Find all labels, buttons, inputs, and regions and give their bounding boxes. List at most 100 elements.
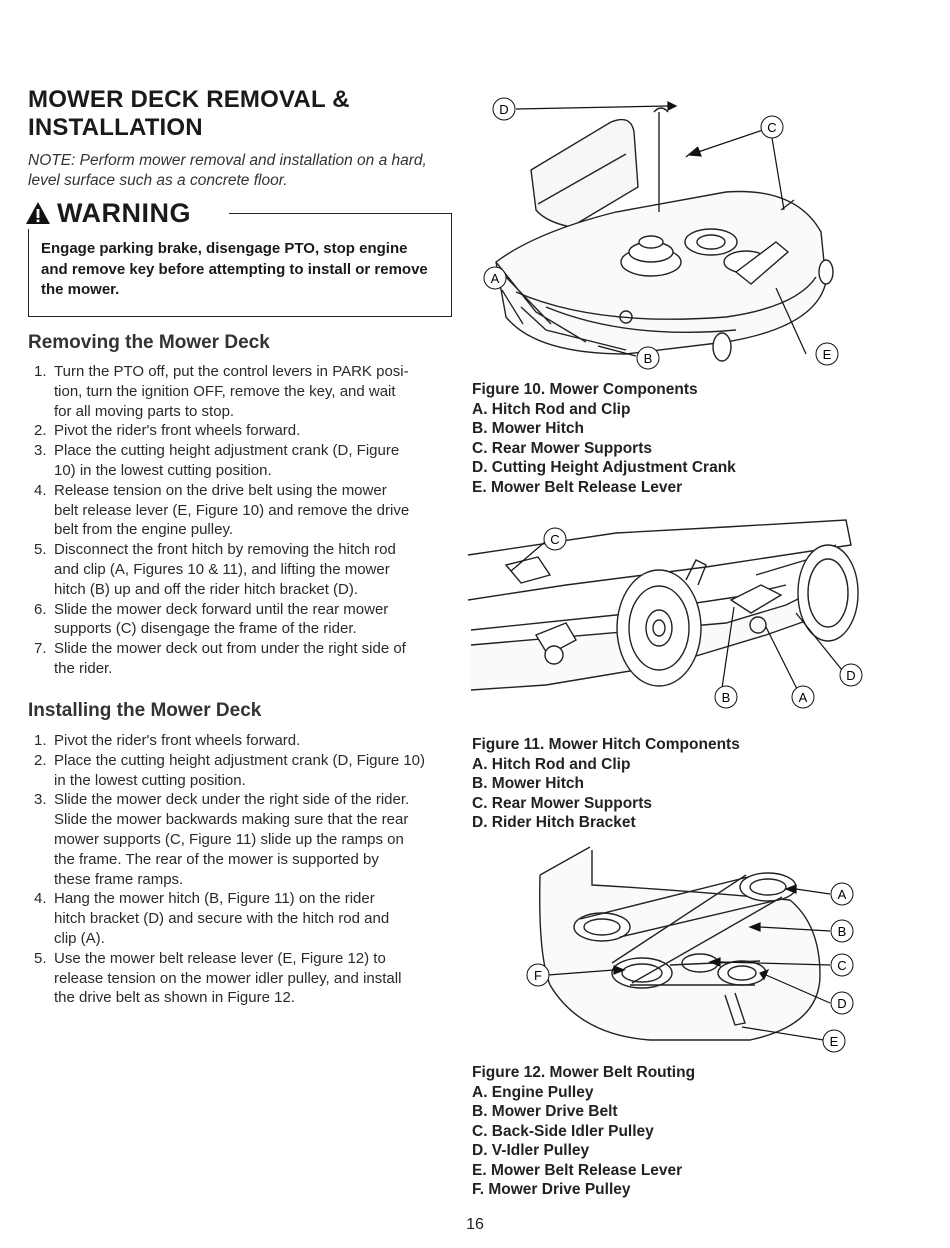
legend-item: C. Rear Mower Supports [472, 439, 652, 457]
legend-item: F. Mower Drive Pulley [472, 1181, 631, 1198]
figure-11-illustration: C B A D [467, 519, 863, 709]
page-title: MOWER DECK REMOVAL & INSTALLATION [28, 86, 448, 142]
step-text-line: the rider. [54, 659, 113, 677]
step-text-line: for all moving parts to stop. [54, 402, 235, 420]
step-text-line: release tension on the mower idler pulle… [54, 969, 402, 987]
callout-a: A [838, 887, 847, 902]
legend-item: D. Cutting Height Adjustment Crank [472, 459, 736, 476]
step-text-line: Pivot the rider's front wheels forward. [54, 732, 301, 749]
callout-e: E [823, 347, 832, 362]
step-text-line: tion, turn the ignition OFF, remove the … [54, 382, 396, 400]
figure-12-legend: A. Engine Pulley B. Mower Drive Belt C. Ba… [472, 1083, 872, 1200]
step-text-line: Pivot the rider's front wheels forward. [54, 422, 301, 440]
removing-heading: Removing the Mower Deck [28, 332, 270, 353]
legend-item: C. Rear Mower Supports [472, 794, 652, 812]
step-text-line: in the lowest cutting position. [54, 771, 246, 789]
step-number: 1. [34, 363, 47, 380]
step-item: 3.Place the cutting height adjustment cr… [28, 441, 452, 481]
legend-item: B. Mower Hitch [472, 420, 584, 437]
page-title-line1: MOWER DECK REMOVAL & [28, 86, 350, 113]
legend-item: B. Mower Hitch [472, 775, 584, 792]
step-number: 4. [34, 481, 47, 499]
step-text-line: the drive belt as shown in Figure 12. [54, 989, 295, 1007]
warning-header: WARNING [25, 197, 201, 229]
legend-item: A. Hitch Rod and Clip [472, 400, 631, 418]
legend-item: C. Back-Side Idler Pulley [472, 1122, 654, 1140]
step-item: 6. Slide the mower deck forward until the… [28, 600, 452, 640]
step-text-line: 10) in the lowest cutting position. [54, 461, 272, 479]
step-text-line: these frame ramps. [54, 870, 184, 888]
step-number: 6. [34, 600, 47, 618]
step-text-line: Place the cutting height adjustment cran… [54, 442, 400, 460]
step-item: 4.Release tension on the drive belt usin… [28, 481, 452, 540]
warning-label: WARNING [57, 197, 191, 228]
step-text-line: Hang the mower hitch (B, Figure 11) on t… [54, 890, 375, 908]
step-text-line: hitch bracket (D) and secure with the hi… [54, 910, 390, 928]
step-text-line: supports (C) disengage the frame of the … [54, 620, 357, 638]
callout-f: F [534, 968, 542, 983]
installing-steps: 1. Pivot the rider's front wheels forward… [28, 731, 452, 1008]
legend-item: A. Hitch Rod and Clip [472, 755, 631, 773]
legend-item: E. Mower Belt Release Lever [472, 1161, 683, 1179]
step-text-line: Turn the PTO off, put the control levers… [54, 363, 409, 380]
step-item: 3.Slide the mower deck under the right s… [28, 790, 452, 889]
step-text-line: Disconnect the front hitch by removing t… [54, 541, 396, 559]
step-text-line: and clip (A, Figures 10 & 11), and lifti… [54, 560, 390, 578]
figure-10-illustration: D C A B E [483, 97, 839, 370]
step-item: 2. Place the cutting height adjustment cr… [28, 751, 452, 791]
figure-11-title: Figure 11. Mower Hitch Components [472, 736, 740, 753]
step-text-line: Use the mower belt release lever (E, Fig… [54, 949, 386, 967]
step-number: 1. [34, 732, 47, 749]
step-item: 1. Pivot the rider's front wheels forward… [28, 731, 452, 751]
figure-11-legend: A. Hitch Rod and Clip B. Mower Hitch C. Re… [472, 755, 872, 833]
step-item: 5.Use the mower belt release lever (E, F… [28, 949, 452, 1008]
step-item: 5. Disconnect the front hitch by removing… [28, 540, 452, 599]
figure-10-legend: A. Hitch Rod and Clip B. Mower Hitch C. Re… [472, 400, 872, 498]
callout-a: A [799, 690, 808, 705]
note-text: NOTE: Perform mower removal and installa… [28, 152, 427, 189]
callout-e: E [830, 1034, 839, 1049]
figure-10-caption: Figure 10. Mower Components A. Hitch Rod… [472, 380, 872, 497]
legend-item: E. Mower Belt Release Lever [472, 478, 683, 496]
legend-item: D. Rider Hitch Bracket [472, 814, 636, 831]
callout-d: D [499, 102, 508, 117]
figure-12-caption: Figure 12. Mower Belt Routing A. Engine … [472, 1063, 872, 1200]
page-number: 16 [466, 1216, 484, 1233]
step-item: 7.Slide the mower deck out from under th… [28, 639, 452, 679]
warning-triangle-icon [26, 202, 50, 224]
step-number: 2. [34, 751, 47, 769]
step-text-line: Slide the mower deck under the right sid… [54, 791, 410, 809]
figure-12-illustration: A B C D E F [526, 846, 854, 1053]
step-number: 7. [34, 640, 47, 658]
legend-item: B. Mower Drive Belt [472, 1103, 618, 1120]
figure-10-callouts: D C A B E [483, 97, 839, 370]
step-text-line: hitch (B) up and off the rider hitch bra… [54, 580, 359, 598]
step-number: 4. [34, 890, 47, 908]
step-number: 5. [34, 541, 47, 559]
figure-12-title: Figure 12. Mower Belt Routing [472, 1064, 696, 1081]
step-item: 1. Turn the PTO off, put the control leve… [28, 362, 452, 421]
step-text-line: Place the cutting height adjustment cran… [54, 751, 426, 769]
step-text-line: Slide the mower deck forward until the r… [54, 600, 389, 618]
step-text-line: belt from the engine pulley. [54, 521, 233, 539]
step-text-line: Slide the mower backwards making sure th… [54, 811, 409, 829]
callout-c: C [767, 120, 776, 135]
removing-steps: 1. Turn the PTO off, put the control leve… [28, 362, 452, 679]
installing-heading: Installing the Mower Deck [28, 700, 262, 721]
callout-b: B [722, 690, 731, 705]
step-text-line: the frame. The rear of the mower is supp… [54, 850, 379, 868]
step-number: 2. [34, 422, 47, 440]
callout-b: B [838, 924, 847, 939]
warning-rule [229, 213, 452, 214]
figure-10-mower-components: D C A B E [476, 92, 866, 372]
step-text-line: mower supports (C, Figure 11) slide up t… [54, 830, 404, 848]
callout-a: A [491, 271, 500, 286]
figure-10-title: Figure 10. Mower Components [472, 381, 698, 398]
figure-11-hitch-components: C B A D [466, 505, 876, 715]
warning-text: Engage parking brake, disengage PTO, sto… [41, 240, 428, 298]
callout-c: C [837, 958, 846, 973]
warning-box: WARNING Engage parking brake, disengage … [25, 197, 452, 317]
legend-item: D. V-Idler Pulley [472, 1142, 590, 1159]
callout-d: D [837, 996, 846, 1011]
legend-item: A. Engine Pulley [472, 1083, 594, 1101]
